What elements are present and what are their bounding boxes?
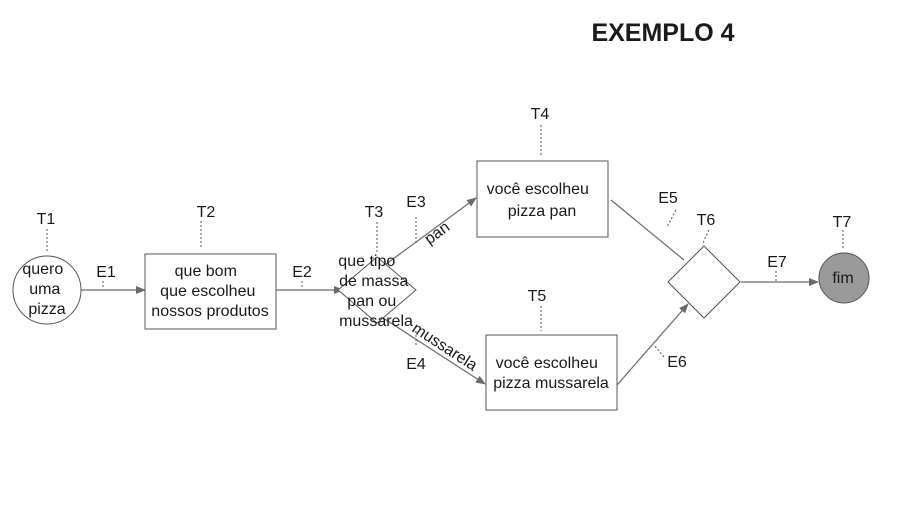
tag-e6: E6 (667, 354, 687, 371)
edge-e3 (377, 197, 477, 271)
node-t3-line: mussarela (339, 313, 413, 330)
node-t5-line: pizza mussarela (493, 375, 609, 392)
tag-e5: E5 (658, 190, 678, 207)
node-t3-line: que tipo (338, 253, 395, 270)
tag-t1: T1 (37, 211, 56, 228)
node-t2-text: que bom que escolheu nossos produtos (151, 263, 268, 320)
node-t2-box (144, 253, 277, 330)
edge-e6 (616, 303, 689, 386)
tag-t2: T2 (197, 204, 216, 221)
tag-e7: E7 (767, 254, 787, 271)
node-t6-merge-diamond (667, 245, 741, 319)
node-t1-line: uma (29, 281, 60, 298)
node-t7-text: fim (832, 270, 853, 287)
node-t2-line: nossos produtos (151, 303, 268, 320)
node-t4-text: você escolheu pizza pan (487, 181, 594, 220)
tag-leader-e5 (666, 209, 677, 228)
tag-t3: T3 (365, 204, 384, 221)
node-t4-box (476, 160, 609, 238)
node-t1-line: quero (22, 261, 63, 278)
edge-e4 (379, 315, 486, 385)
node-t4-line: pizza pan (508, 203, 577, 220)
node-t5-line: você escolheu (496, 355, 598, 372)
node-t2-line: que bom (175, 263, 237, 280)
tag-e3: E3 (406, 194, 426, 211)
tag-t7: T7 (833, 214, 852, 231)
node-t7-end-circle (818, 252, 870, 304)
node-t3-text: que tipo de massa pan ou mussarela (338, 253, 413, 330)
node-t5-box (485, 334, 618, 411)
node-t1-text: quero uma pizza (22, 261, 67, 318)
edge-e3-label: pan (422, 219, 454, 248)
tag-leader-e6 (653, 344, 665, 358)
tag-e4: E4 (406, 356, 426, 373)
node-t1-line: pizza (28, 301, 65, 318)
tag-t4: T4 (531, 106, 550, 123)
edge-e5 (610, 199, 685, 261)
tag-t5: T5 (528, 288, 547, 305)
node-t5-text: você escolheu pizza mussarela (493, 355, 609, 392)
node-t3-line: pan ou (347, 293, 396, 310)
tag-leader-t6 (702, 229, 710, 244)
node-t3-line: de massa (339, 273, 408, 290)
diagram-title: EXEMPLO 4 (591, 19, 734, 47)
node-t4-line: você escolheu (487, 181, 589, 198)
node-t2-line: que escolheu (160, 283, 255, 300)
tag-e2: E2 (292, 264, 312, 281)
node-t1-start-circle (12, 255, 82, 325)
tag-t6: T6 (697, 212, 716, 229)
node-t3-decision-diamond (337, 256, 417, 324)
tag-e1: E1 (96, 264, 116, 281)
